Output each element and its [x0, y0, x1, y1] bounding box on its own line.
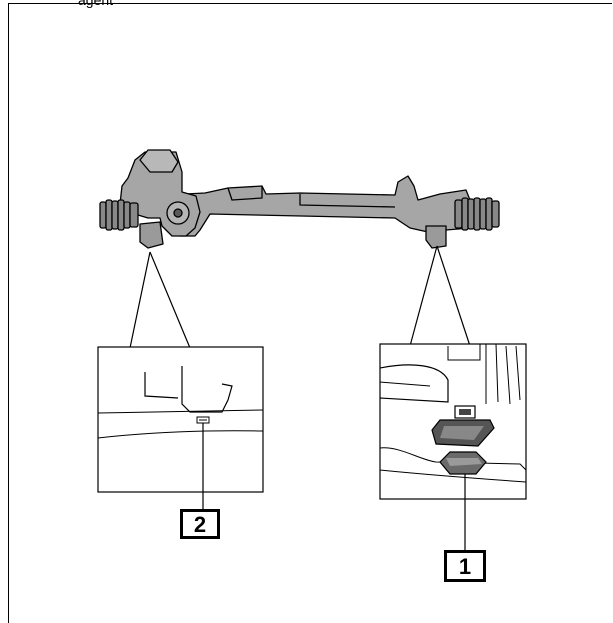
right-bellows: [454, 197, 500, 231]
detail-view-1: [379, 343, 527, 550]
figure-frame: [8, 3, 612, 623]
detail-view-2: [97, 346, 264, 509]
header-text-fragment: agent: [78, 0, 114, 8]
left-bellows: [99, 199, 139, 231]
steering-rack-assembly: [99, 149, 500, 249]
left-mount: [139, 221, 164, 249]
detail-box-2: [97, 346, 264, 493]
callout-label-2: 2: [180, 509, 220, 539]
gear-housing-top: [139, 149, 179, 173]
callout-label-1: 1: [444, 550, 486, 582]
rack-housing: [144, 175, 471, 247]
leader-lines: [129, 245, 471, 349]
right-mount: [425, 225, 447, 249]
